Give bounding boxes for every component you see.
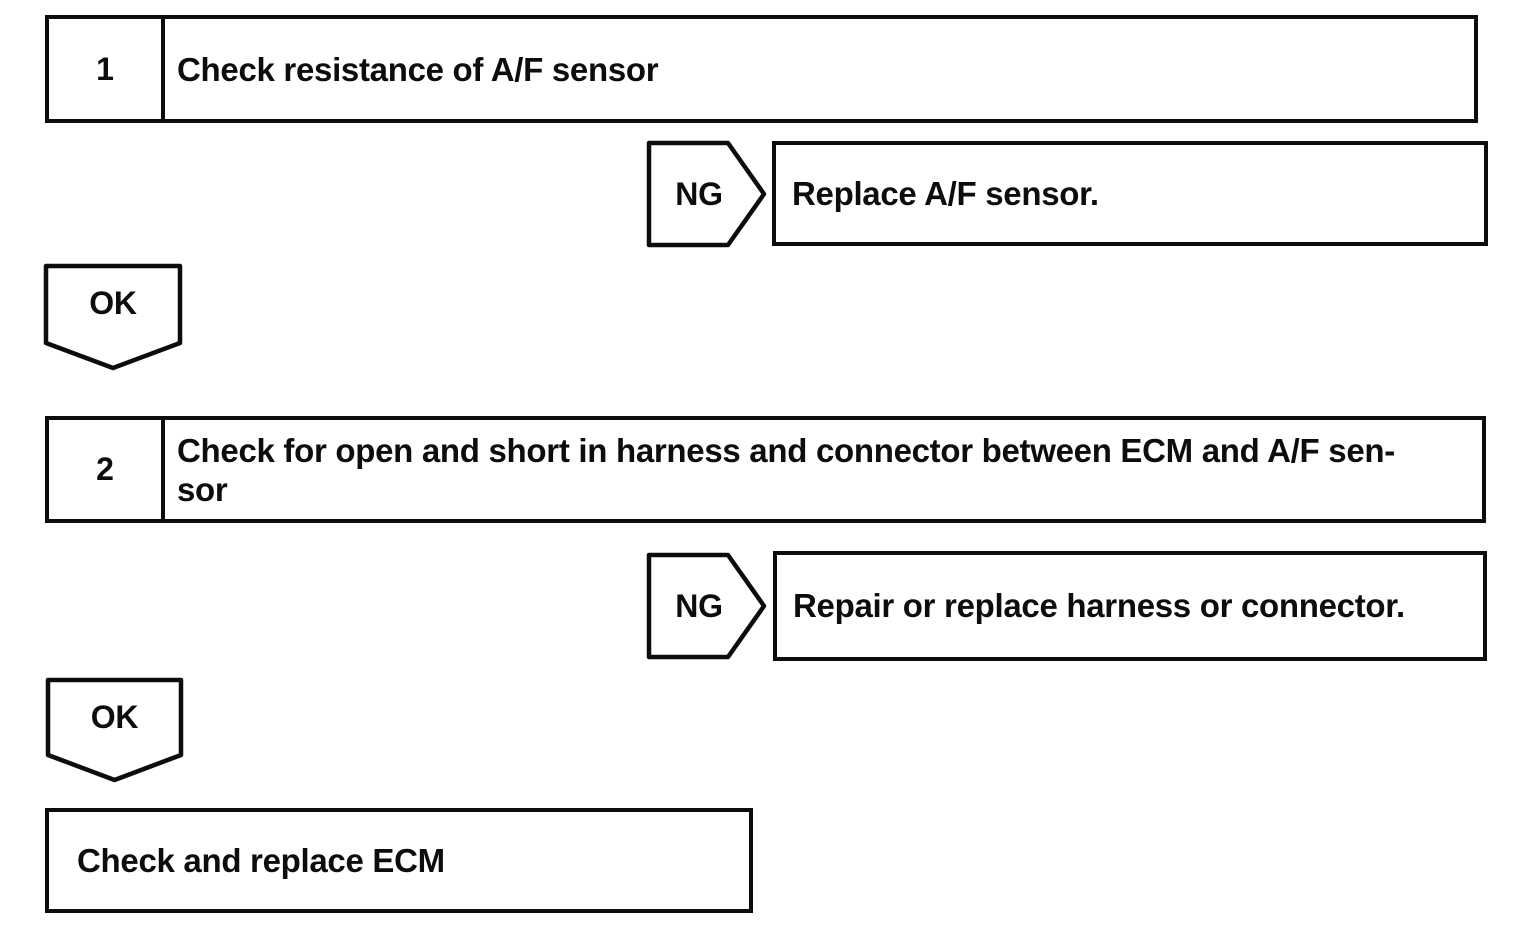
step-2-box: 2 Check for open and short in harness an… <box>45 416 1486 523</box>
final-action-text: Check and replace ECM <box>77 841 445 879</box>
ok-connector-1: OK <box>43 263 183 371</box>
ng-action-2-box: Repair or replace harness or connector. <box>773 551 1487 661</box>
ok-label-1: OK <box>89 284 137 321</box>
ok-label-2: OK <box>90 698 139 735</box>
step-2-instruction: Check for open and short in harness and … <box>177 431 1395 508</box>
step-2-number: 2 <box>49 420 165 519</box>
ng-pentagon-right-arrow-icon <box>646 552 767 660</box>
ng-connector-2: NG <box>646 552 767 660</box>
step-1-number: 1 <box>49 19 165 119</box>
ng-action-1-box: Replace A/F sensor. <box>772 141 1488 246</box>
ok-pentagon-down-arrow-icon <box>43 263 183 371</box>
step-1-box: 1 Check resistance of A/F sensor <box>45 15 1478 123</box>
step-1-instruction: Check resistance of A/F sensor <box>177 50 659 88</box>
ng-label-2: NG <box>675 587 723 624</box>
ng-pentagon-right-arrow-icon <box>646 140 767 248</box>
ok-connector-2: OK <box>45 677 184 783</box>
ng-connector-1: NG <box>646 140 767 248</box>
ok-pentagon-down-arrow-icon <box>45 677 184 783</box>
ng-action-1-text: Replace A/F sensor. <box>792 174 1099 212</box>
ng-label-1: NG <box>675 175 723 212</box>
ng-action-2-text: Repair or replace harness or connector. <box>793 587 1405 624</box>
final-action-box: Check and replace ECM <box>45 808 753 913</box>
